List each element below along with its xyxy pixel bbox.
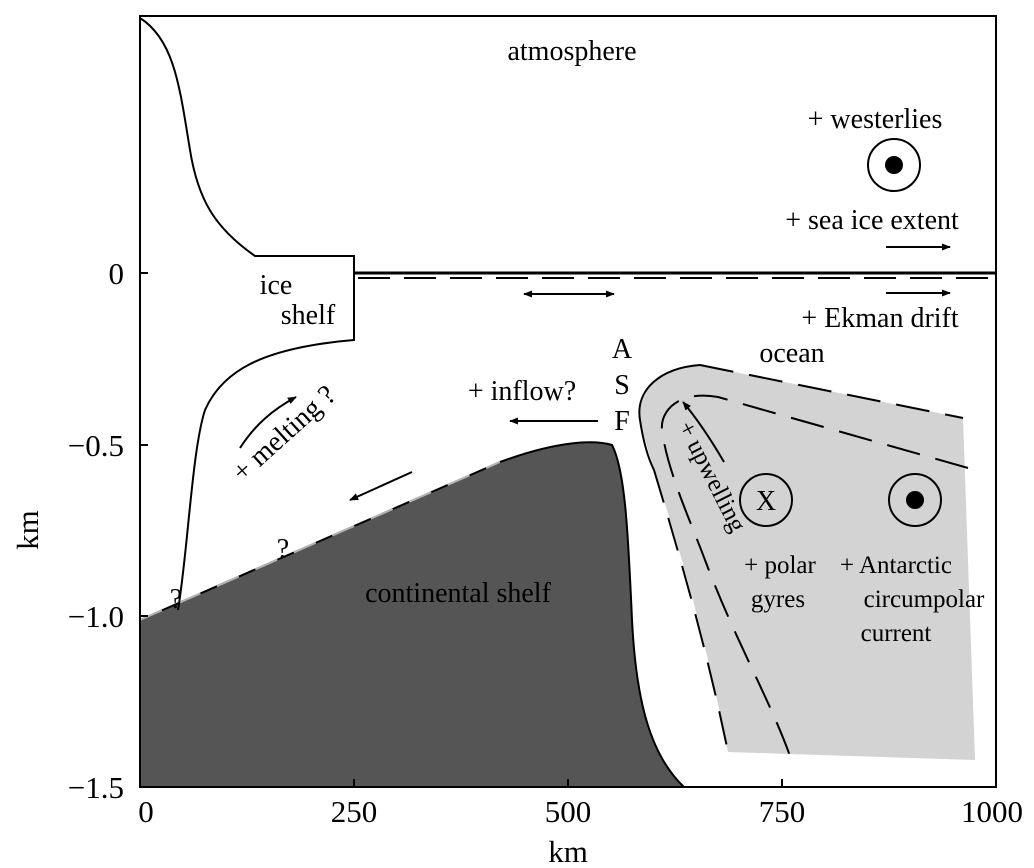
x-tick-label-500: 500 <box>545 794 592 829</box>
inflow-label: + inflow? <box>468 376 576 407</box>
x-ticks <box>139 779 997 787</box>
polar-gyre-into-page-icon <box>739 473 793 527</box>
asf-letter-s: S <box>614 370 630 401</box>
band-dashed-top <box>699 364 964 419</box>
acc-dot-icon <box>906 491 924 509</box>
x-axis-label: km <box>548 834 588 868</box>
x-symbol: X <box>756 486 776 517</box>
y-tick-label-0: 0 <box>109 256 125 291</box>
shelf-slope-dash <box>139 461 501 621</box>
ice-shelf-label-2: shelf <box>281 300 336 331</box>
x-tick-label-1000: 1000 <box>961 794 1023 829</box>
ekman-drift-label: + Ekman drift <box>801 303 959 334</box>
x-tick-label-750: 750 <box>759 794 806 829</box>
y-tick-label-neg1-5: −1.5 <box>68 770 124 805</box>
asf-letter-a: A <box>612 334 633 365</box>
acc-label-1: + Antarctic <box>840 552 952 579</box>
band-dashed-inner <box>660 394 969 757</box>
acc-out-of-page-icon <box>888 473 942 527</box>
acc-label-2: circumpolar <box>864 586 985 613</box>
sea-ice-extent-label: + sea ice extent <box>785 205 959 236</box>
upwelling-arrow-icon <box>682 401 725 463</box>
polar-gyres-label-2: gyres <box>751 586 805 613</box>
band-outer-edge <box>638 364 701 471</box>
question-mark-2: ? <box>170 584 182 615</box>
shelf-flow-arrow-icon <box>349 471 413 501</box>
westerlies-dot-icon <box>885 156 903 174</box>
y-axis-label: km <box>10 510 45 550</box>
x-tick-label-0: 0 <box>138 794 154 829</box>
ice-shelf <box>139 17 355 611</box>
current-band <box>639 365 975 760</box>
x-tick-label-250: 250 <box>331 794 378 829</box>
atmosphere-label: atmosphere <box>507 36 636 67</box>
y-tick-label-neg0-5: −0.5 <box>68 428 124 463</box>
asf-letter-f: F <box>614 406 630 437</box>
acc-label-3: current <box>861 620 932 647</box>
continental-shelf <box>139 441 687 788</box>
question-mark-1: ? <box>277 534 289 565</box>
band-dashed-outer <box>653 469 729 753</box>
ocean-label: ocean <box>759 338 824 369</box>
continental-shelf-label: continental shelf <box>365 578 552 609</box>
polar-gyres-label-1: + polar <box>744 552 816 579</box>
melting-arrow-icon <box>239 396 297 449</box>
y-tick-label-neg1-0: −1.0 <box>68 599 124 634</box>
melting-label: + melting ? <box>226 379 342 488</box>
y-ticks <box>140 272 148 788</box>
ice-shelf-label-1: ice <box>260 270 293 301</box>
westerlies-out-of-page-icon <box>867 138 921 192</box>
westerlies-label: + westerlies <box>808 104 943 135</box>
